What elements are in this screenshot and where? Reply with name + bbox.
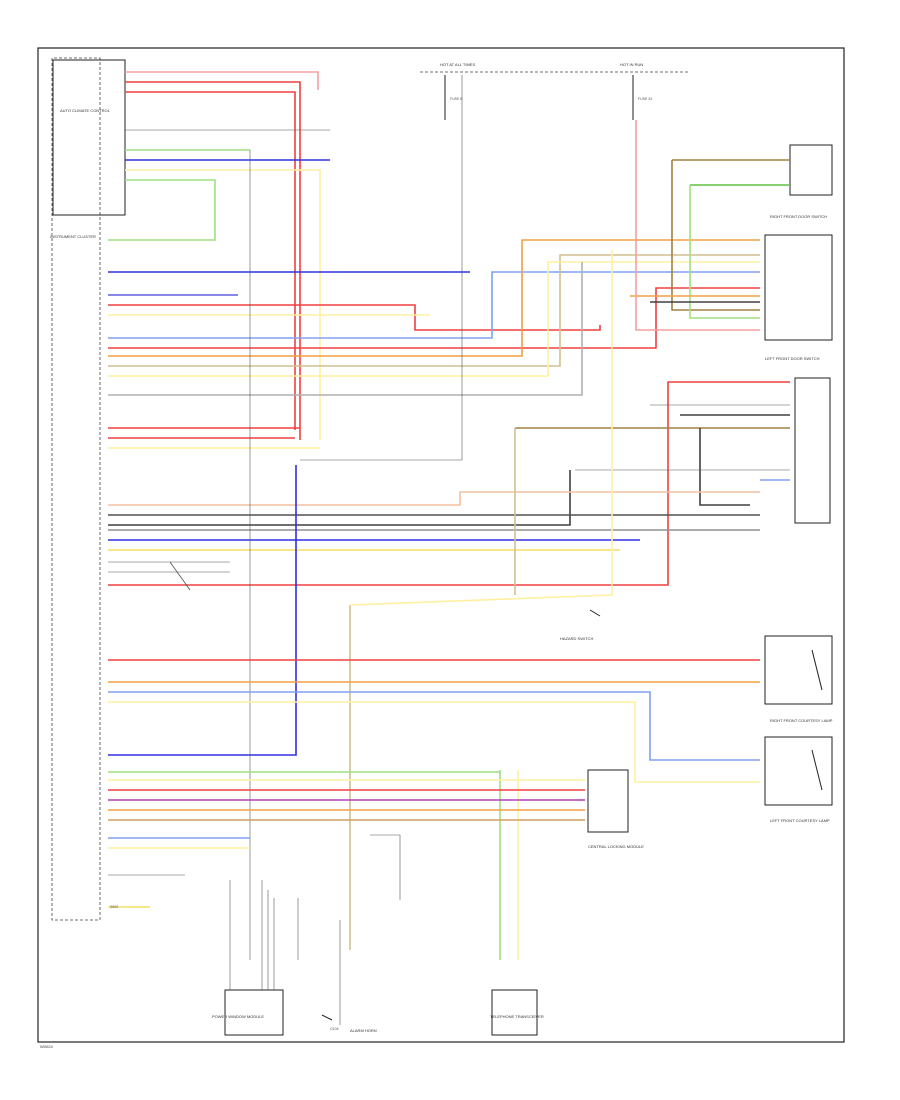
wire-pink-1 (635, 120, 760, 331)
wire-trunks (108, 75, 613, 960)
wire-bundle-lower (108, 771, 585, 849)
trunk-grey-2 (300, 75, 463, 461)
wire-bundle-right-front (630, 120, 790, 331)
wire-blue-4 (108, 271, 760, 339)
label-left-front-courtesy-lamp: LEFT FRONT COURTESY LAMP (770, 818, 830, 823)
trunk-blue (108, 465, 297, 756)
wire-bundle-courtesy (108, 659, 760, 783)
label-auto-climate-control: AUTO CLIMATE CONTROL (60, 108, 111, 113)
ground-symbols (169, 561, 601, 1021)
right-front-courtesy-lamp-box (764, 635, 833, 705)
wire-bundle-middle (108, 491, 760, 573)
label-g104: G104 (330, 1027, 339, 1031)
label-right-front-courtesy-lamp: RIGHT FRONT COURTESY LAMP (770, 718, 833, 723)
instrument-cluster-boundary (51, 57, 101, 921)
central-locking-module-box (587, 769, 629, 833)
label-hot-in-run: HOT IN RUN (620, 62, 643, 67)
switch-symbol-right-lamp (811, 649, 823, 791)
wire-orange-3 (108, 491, 760, 506)
wire-red-1 (125, 71, 319, 90)
left-front-courtesy-lamp-box (764, 736, 833, 806)
left-front-door-switch-box (794, 377, 831, 524)
wire-yellow-3 (108, 261, 760, 377)
right-front-door-switch-box (789, 144, 833, 196)
wire-grey-2 (108, 262, 583, 396)
trunk-yellow (349, 250, 613, 606)
wire-red-3 (125, 91, 296, 430)
label-fuse-34: FUSE 34 (638, 97, 652, 101)
wire-yellow-1 (125, 169, 321, 440)
wire-orange-1 (108, 239, 760, 357)
right-front-module-box (764, 234, 833, 341)
telephone-transceiver-box (491, 989, 538, 1036)
label-alarm-horn: ALARM HORN (350, 1028, 377, 1033)
wire-red-8 (108, 381, 790, 586)
label-power-window-module: POWER WINDOW MODULE (212, 1014, 264, 1019)
wire-green-4 (689, 185, 760, 319)
wire-black-7 (370, 834, 401, 900)
label-hot-at-all-times: HOT AT ALL TIMES (440, 62, 475, 67)
label-right-front-door-switch: RIGHT FRONT DOOR SWITCH (770, 214, 827, 219)
power-window-module-box (224, 989, 284, 1036)
wire-red-2 (125, 81, 301, 440)
label-hazard-switch: HAZARD SWITCH (560, 636, 593, 641)
auto-climate-control-box (52, 59, 126, 216)
wire-bundle-top (108, 71, 760, 449)
label-left-front-door-switch: LEFT FRONT DOOR SWITCH (765, 356, 820, 361)
wire-red-5 (108, 287, 760, 349)
wire-tan-1 (108, 254, 760, 367)
wire-brown-2 (671, 160, 760, 311)
wire-bundle-bottom (108, 834, 401, 1025)
wire-dkgrey-3 (699, 428, 750, 506)
wire-bundle-left-front (108, 381, 790, 586)
wire-lt-blue-2 (108, 691, 760, 761)
label-s500: S500 (110, 905, 118, 909)
wire-green-2 (108, 179, 216, 241)
diagram-code: W0024 (40, 1044, 53, 1049)
wire-red-4 (108, 304, 601, 331)
label-instrument-cluster: INSTRUMENT CLUSTER (50, 234, 96, 239)
label-fuse-b: FUSE B (450, 97, 463, 101)
diagram-frame (37, 47, 845, 1043)
label-telephone-transceiver: TELEPHONE TRANSCEIVER (490, 1014, 544, 1019)
wire-dkgrey-4 (108, 470, 571, 526)
wire-lt-yellow-1 (108, 701, 760, 783)
label-central-locking-module: CENTRAL LOCKING MODULE (588, 844, 644, 849)
